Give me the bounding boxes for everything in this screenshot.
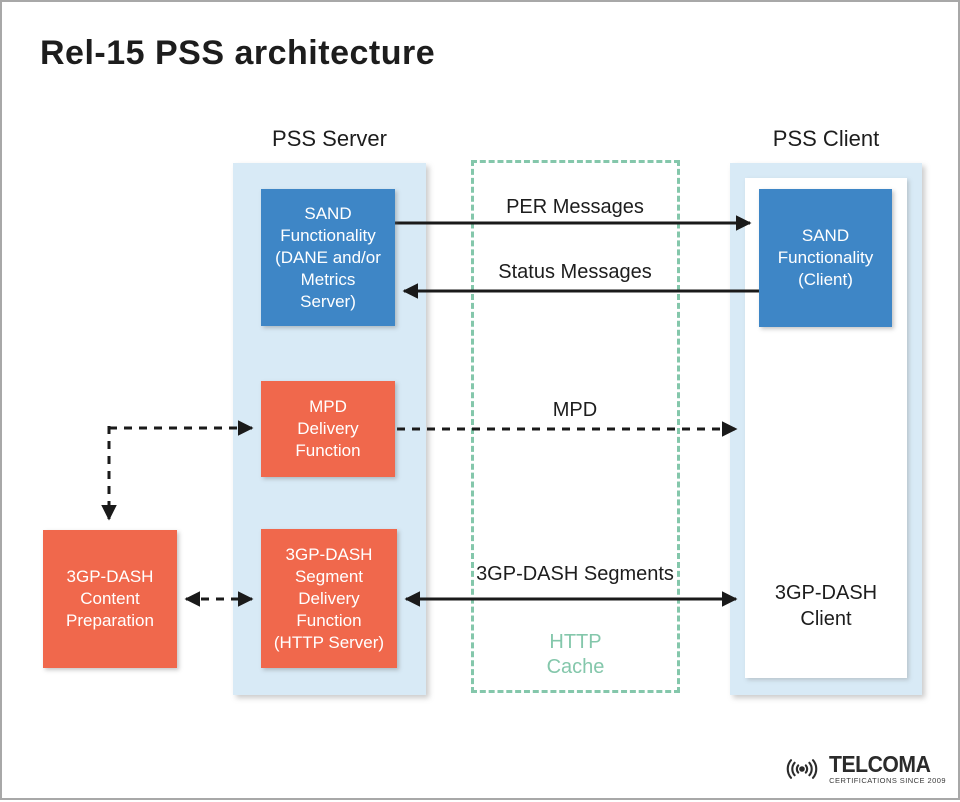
page-title: Rel-15 PSS architecture [40,34,436,72]
pss-client-label: PSS Client [772,126,880,151]
segment-delivery-function-box: 3GP-DASH Segment Delivery Function (HTTP… [261,529,397,668]
dash-client-label: 3GP-DASH Client [774,582,878,630]
segments-label: 3GP-DASH Segments [476,563,674,585]
mpd-label: MPD [552,399,598,421]
pss-server-label: PSS Server [272,126,387,151]
status-messages-label: Status Messages [498,261,652,283]
http-cache-boundary [471,160,680,693]
logo-name: TELCOMA [829,751,931,777]
mpd-delivery-function-box: MPD Delivery Function [261,381,395,477]
broadcast-icon [786,759,818,779]
http-cache-label: HTTP Cache [546,631,605,678]
logo-tagline: CERTIFICATIONS SINCE 2009 [829,776,946,785]
content-preparation-box: 3GP-DASH Content Preparation [43,530,177,668]
per-messages-label: PER Messages [506,196,644,218]
sand-functionality-server-box: SAND Functionality (DANE and/or Metrics … [261,189,395,326]
telcoma-logo: TELCOMA CERTIFICATIONS SINCE 2009 [779,752,946,786]
sand-functionality-client-box: SAND Functionality (Client) [759,189,892,327]
